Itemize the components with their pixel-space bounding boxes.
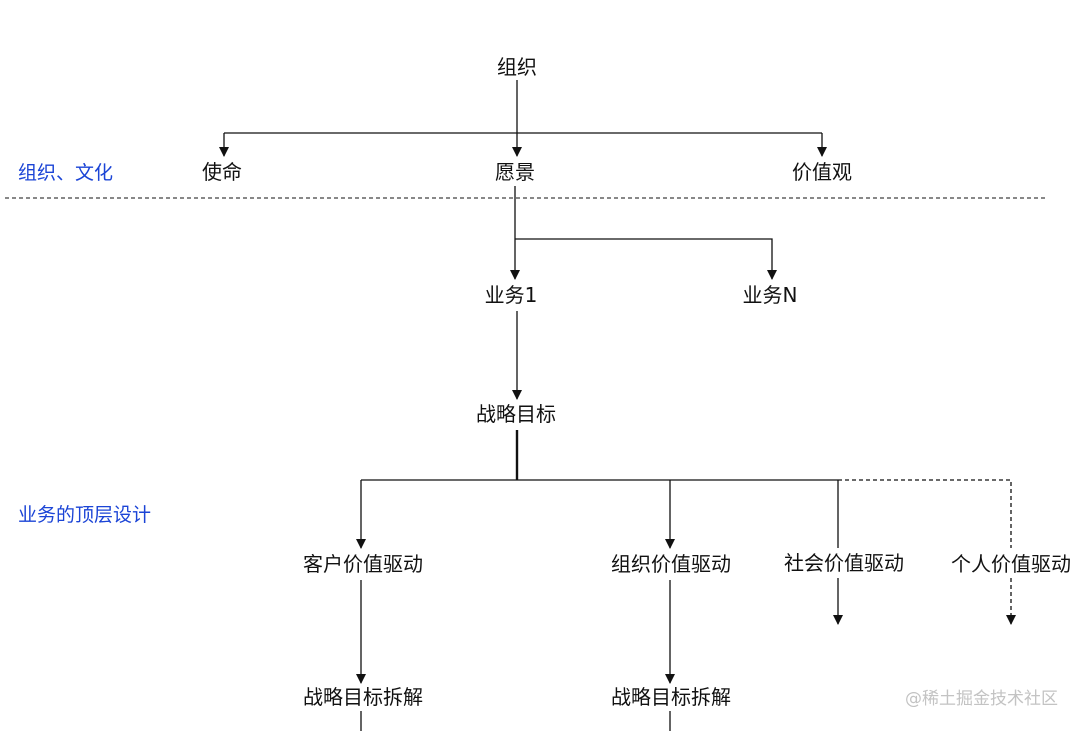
node-mission: 使命 <box>202 160 242 184</box>
watermark: @稀土掘金技术社区 <box>905 689 1058 709</box>
node-goal-decomposition-2: 战略目标拆解 <box>611 685 731 709</box>
node-goal-decomposition-1: 战略目标拆解 <box>303 685 423 709</box>
node-vision: 愿景 <box>495 160 535 184</box>
node-customer-value-driver: 客户价值驱动 <box>303 552 423 576</box>
edge-strategy-to-personal <box>838 479 1012 548</box>
node-org: 组织 <box>497 55 537 79</box>
layer-label-org-culture: 组织、文化 <box>18 162 114 184</box>
node-personal-value-driver: 个人价值驱动 <box>951 552 1071 576</box>
node-values: 价值观 <box>792 160 852 184</box>
node-business-1: 业务1 <box>484 283 538 307</box>
node-social-value-driver: 社会价值驱动 <box>784 551 904 575</box>
node-business-n: 业务N <box>742 283 798 307</box>
edge-vision-to-bizN <box>515 238 777 280</box>
node-strategic-goal: 战略目标 <box>476 402 556 426</box>
layer-label-business-design: 业务的顶层设计 <box>18 504 152 526</box>
node-org-value-driver: 组织价值驱动 <box>611 552 731 576</box>
